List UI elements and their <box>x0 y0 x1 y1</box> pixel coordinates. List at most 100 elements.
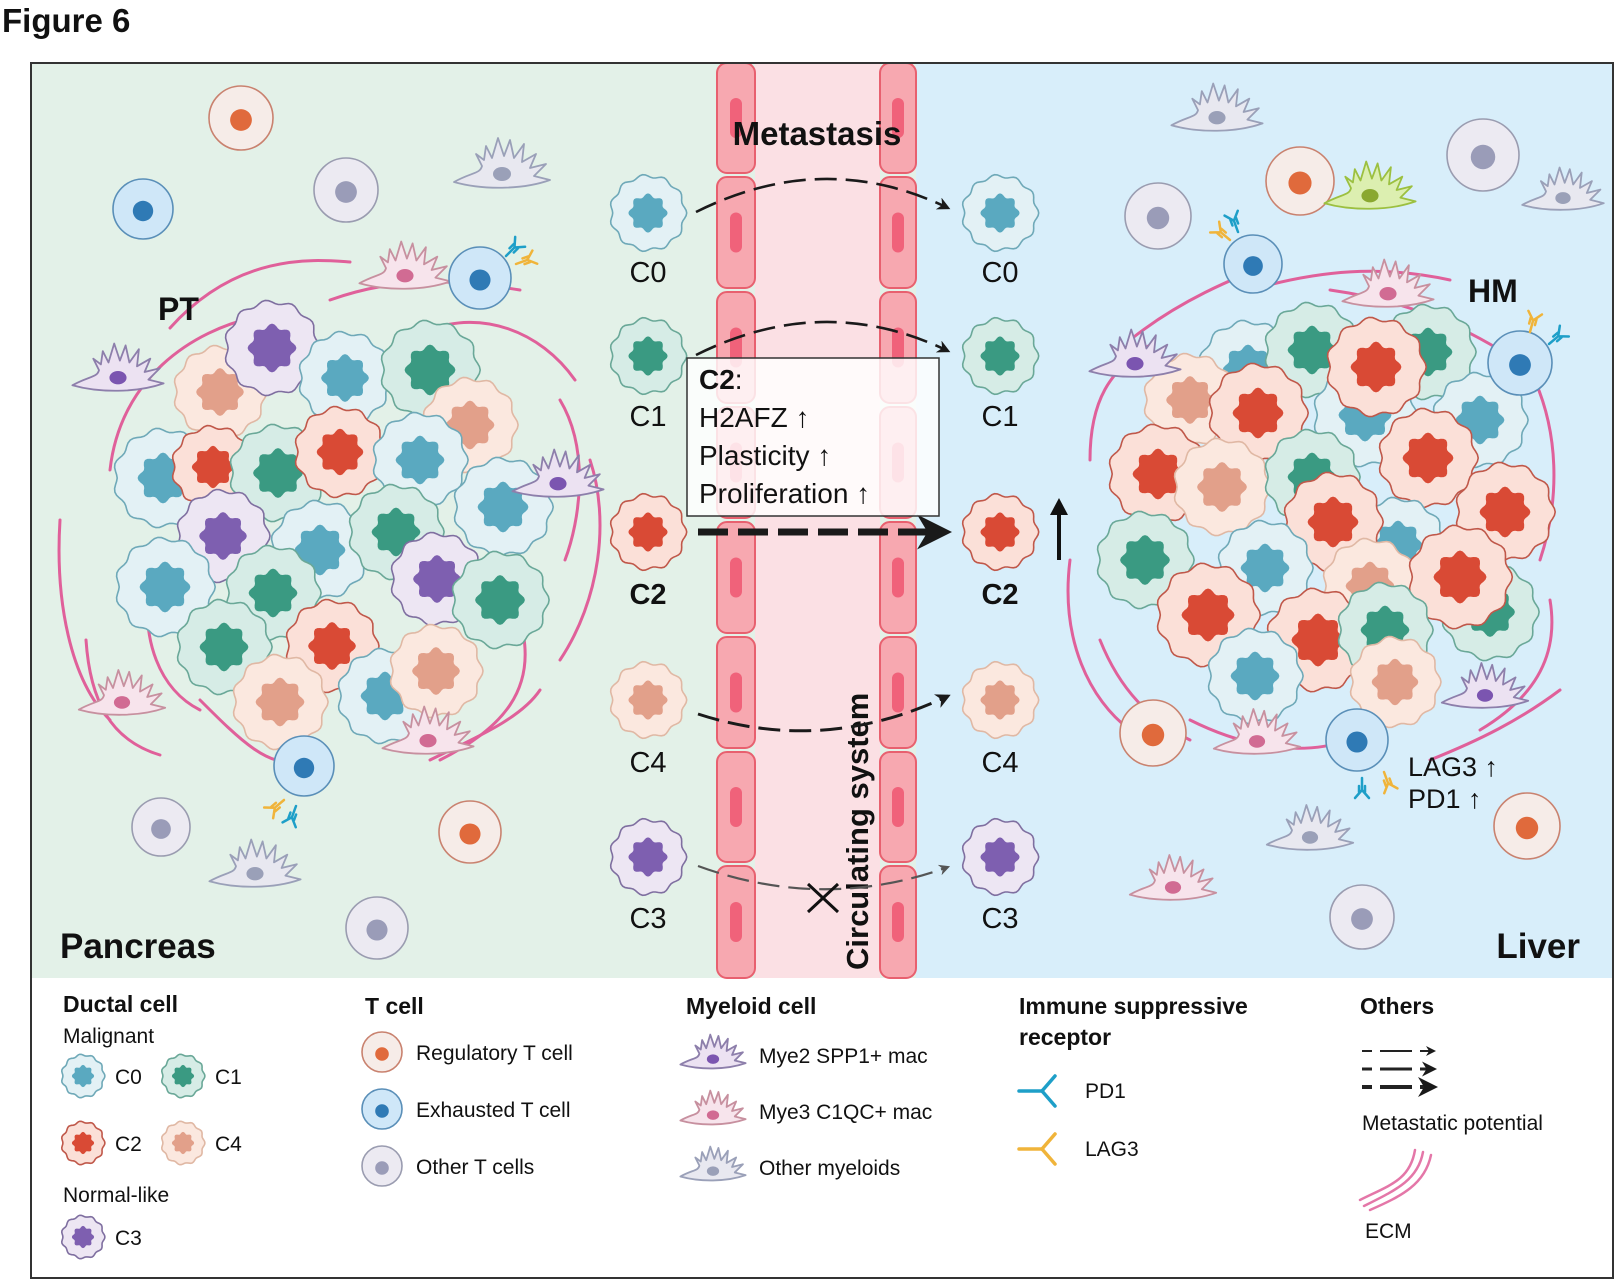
target-label-c3: C3 <box>981 903 1018 935</box>
target-label-c4: C4 <box>981 747 1018 779</box>
legend-myeloid-item: Other myeloids <box>679 1145 900 1182</box>
other-t-cell <box>345 896 409 960</box>
endothelial-cell <box>879 521 917 634</box>
c2-increase-arrow-icon <box>1050 498 1068 560</box>
panel-frame <box>30 62 1614 1279</box>
target-cell-c4 <box>961 660 1040 740</box>
legend-ductal-label: C3 <box>115 1227 142 1250</box>
ecm-fiber <box>168 259 352 330</box>
legend-region <box>31 978 1613 1278</box>
primary-tumor-cluster <box>113 299 555 751</box>
source-label-c0: C0 <box>629 257 666 289</box>
c2-box-line: Plasticity ↑ <box>699 440 831 471</box>
mye2-macrophage <box>511 448 605 498</box>
legend-c4-icon <box>160 1120 206 1166</box>
other-t-cell <box>1446 118 1520 192</box>
pd1-receptor-icon <box>1547 324 1571 346</box>
other-myeloid-cell <box>453 137 551 189</box>
ductal-cell-c2 <box>1378 407 1480 509</box>
endothelial-cell <box>716 636 756 749</box>
legend-ductal-c0: C0 <box>60 1053 142 1099</box>
exhausted-t-cell <box>361 1088 403 1130</box>
legend-ductal-label: C1 <box>215 1066 242 1089</box>
legend-tcell-label: Exhausted T cell <box>416 1099 571 1122</box>
legend-others-title: Others <box>1360 993 1434 1019</box>
ecm-fiber <box>558 458 602 662</box>
legend-ductal-label: C4 <box>215 1133 242 1156</box>
exhausted-t-cell <box>112 178 174 240</box>
source-label-c4: C4 <box>629 747 666 779</box>
other-myeloid-cell <box>1265 804 1355 851</box>
other-myeloid-cell <box>679 1145 747 1182</box>
other-t-cell <box>1124 182 1192 250</box>
other-t-cell <box>361 1145 403 1187</box>
target-cell-c0 <box>961 173 1040 253</box>
lag3-up-label: LAG3 ↑ <box>1408 752 1498 782</box>
ductal-cell-c2 <box>1326 316 1428 418</box>
legend-ductal-title: Ductal cell <box>63 991 178 1017</box>
ecm-fiber <box>1066 558 1132 732</box>
source-cell-c0 <box>609 173 688 253</box>
ductal-cell-c1 <box>451 550 550 650</box>
pt-label: PT <box>158 291 199 327</box>
legend-pd1: PD1 <box>1017 1074 1126 1108</box>
legend-myeloid-item: Mye2 SPP1+ mac <box>679 1033 928 1070</box>
metastatic-potential-arrows-icon <box>1362 1051 1434 1087</box>
metastasis-arrow-c1 <box>695 320 951 357</box>
target-label-c1: C1 <box>981 401 1018 433</box>
figure-title: Figure 6 <box>2 2 130 39</box>
source-cell-c4 <box>609 660 688 740</box>
legend-tcell-item: Other T cells <box>361 1145 534 1187</box>
legend-myeloid-label: Mye3 C1QC+ mac <box>759 1101 932 1124</box>
pancreas-label: Pancreas <box>60 927 216 966</box>
other-t-cell <box>313 157 379 223</box>
endothelial-cell <box>879 176 917 289</box>
lag3-receptor-icon <box>1017 1132 1057 1166</box>
immune-cells <box>71 82 1605 960</box>
liver-label: Liver <box>1496 927 1580 966</box>
regulatory-t-cell <box>1265 146 1335 216</box>
legend-myeloid-label: Other myeloids <box>759 1157 900 1180</box>
source-cell-c1 <box>609 316 688 396</box>
source-label-c1: C1 <box>629 401 666 433</box>
ductal-cell-c2 <box>294 405 387 499</box>
mye3-macrophage <box>1128 854 1218 901</box>
ductal-cell-c4 <box>389 623 484 719</box>
mye2-macrophage <box>71 342 165 392</box>
ductal-cell-c4 <box>1349 635 1442 729</box>
endothelial-cell <box>716 751 756 863</box>
vessel-lumen <box>755 63 880 978</box>
lag3-receptor-icon <box>1382 770 1399 795</box>
source-label-c2: C2 <box>629 579 666 611</box>
legend-pd1-label: PD1 <box>1085 1080 1126 1103</box>
ductal-cell-c2 <box>1408 524 1514 630</box>
exhausted-t-cell <box>273 735 335 797</box>
pd1-receptor-icon <box>504 235 527 258</box>
lag3-receptor-icon <box>262 798 286 820</box>
legend-metastatic-label: Metastatic potential <box>1362 1112 1543 1135</box>
legend-normal-label: Normal-like <box>63 1184 169 1207</box>
ductal-cell-c2 <box>1208 362 1310 464</box>
ductal-cell-c0 <box>372 411 469 509</box>
metastasis-arrow-c0 <box>695 177 951 214</box>
regulatory-t-cell <box>1493 792 1561 860</box>
ductal-cell-c4 <box>1173 437 1272 537</box>
other-myeloid-cell <box>1170 82 1264 132</box>
mye3-macrophage <box>77 669 167 716</box>
pd1-up-label: PD1 ↑ <box>1408 784 1482 814</box>
other-t-cell <box>131 797 191 857</box>
c2-box-line: Proliferation ↑ <box>699 478 870 509</box>
legend-myeloid-title: Myeloid cell <box>686 993 816 1019</box>
c2-box-title-colon: : <box>735 364 743 395</box>
target-cell-c3 <box>961 817 1040 897</box>
target-cell-c2 <box>961 492 1040 572</box>
ecm-fiber <box>1428 688 1562 762</box>
exhausted-t-cell <box>1325 708 1389 772</box>
legend-lag3: LAG3 <box>1017 1132 1139 1166</box>
source-cell-c2 <box>609 492 688 572</box>
exhausted-t-cell <box>1223 234 1283 294</box>
c2-box-title-text: C2 <box>699 364 735 395</box>
